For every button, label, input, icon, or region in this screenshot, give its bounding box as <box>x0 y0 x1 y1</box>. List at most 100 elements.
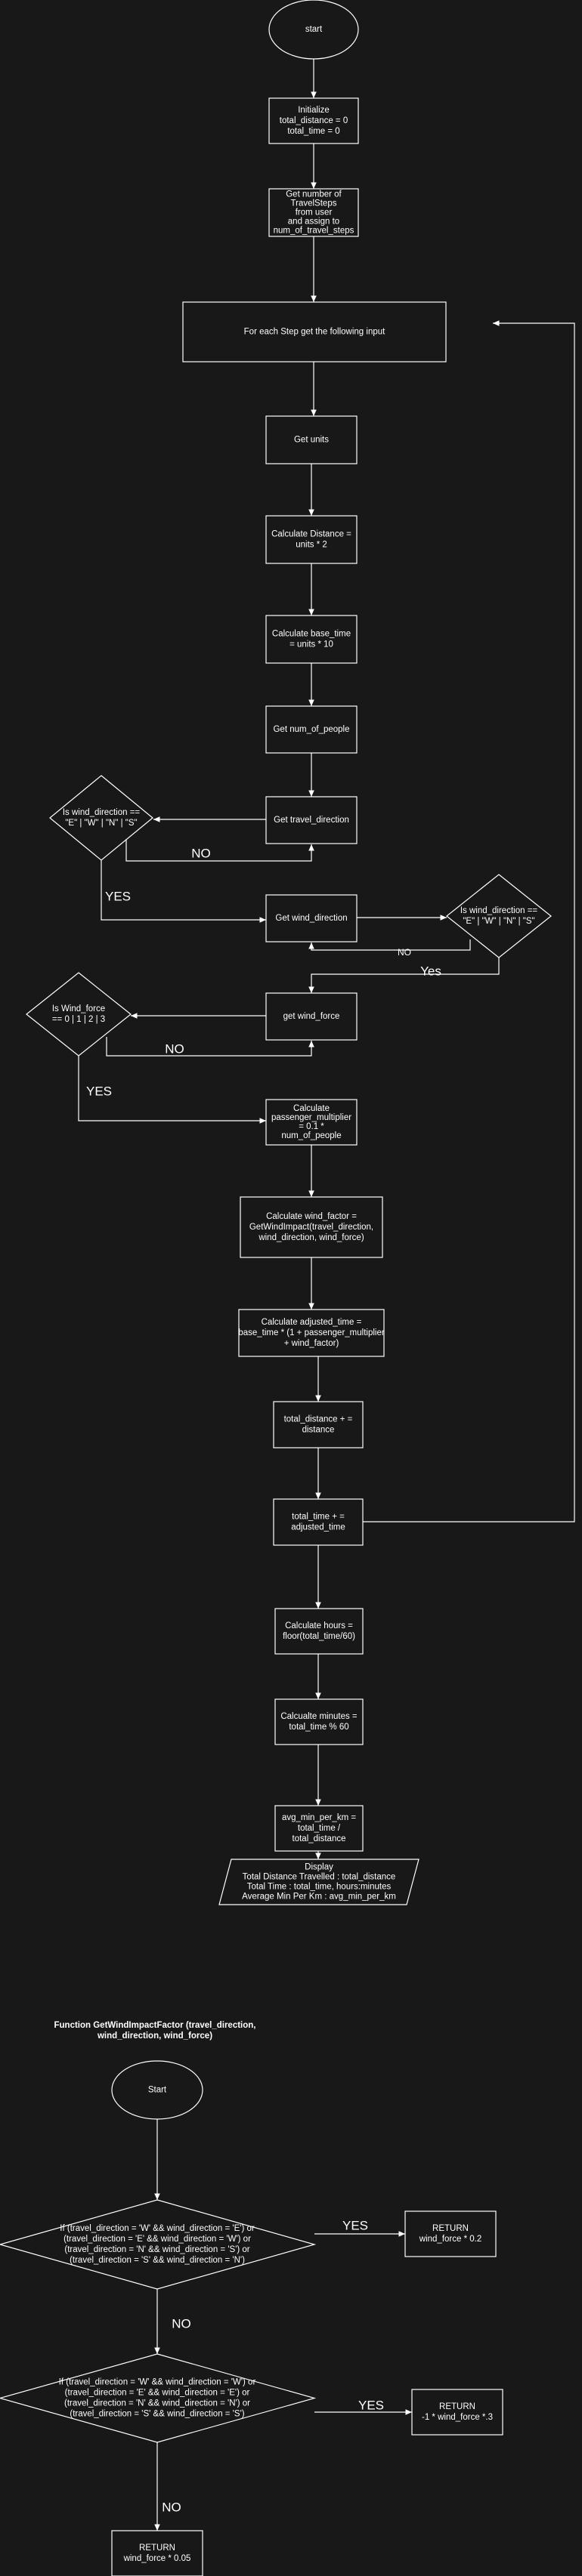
display-node-text: Display <box>305 1863 333 1872</box>
get-people-node-text: Get num_of_people <box>273 725 349 734</box>
calc-multiplier-node-text: passenger_multiplier <box>271 1113 351 1122</box>
total-time-node-text: adjusted_time <box>291 1523 345 1532</box>
calc-base-time-node-text: Calculate base_time <box>272 630 351 639</box>
wind-dir-check-text: "E" | "W" | "N" | "S" <box>463 917 534 926</box>
calc-multiplier-node-text: Calculate <box>293 1104 330 1113</box>
get-travel-dir-node: Get travel_direction <box>265 796 358 844</box>
fn-cond1-node-text: (travel_direction = 'E' && wind_directio… <box>63 2235 251 2244</box>
wind-dir-check: Is wind_direction == "E" | "W" | "N" | "S… <box>446 874 552 958</box>
start-node-shape <box>268 0 359 60</box>
calc-minutes-node-text: total_time % 60 <box>289 1723 348 1732</box>
total-distance-node-shape <box>273 1401 364 1448</box>
display-node-text: Total Distance Travelled : total_distanc… <box>243 1873 396 1882</box>
calc-adjusted-node: Calculate adjusted_time =base_time * (1 … <box>238 1309 385 1357</box>
calc-adjusted-node-text: Calculate adjusted_time = <box>262 1318 362 1327</box>
flow-edges <box>78 59 575 2531</box>
get-steps-node-text: TravelSteps <box>291 199 337 208</box>
fn-return2-node: RETURN -1 * wind_force *.3 <box>411 2389 503 2436</box>
fn-return2-node-text: RETURN <box>439 2402 475 2411</box>
total-distance-node-text: total_distance + = <box>284 1415 353 1424</box>
fn-return2-node-text: -1 * wind_force *.3 <box>422 2413 493 2422</box>
fn-start-node-text: Start <box>148 2086 167 2095</box>
calc-minutes-node-text: Calcualte minutes = <box>280 1712 358 1721</box>
fn-cond1-node-text: (travel_direction = 'S' && wind_directio… <box>70 2256 245 2265</box>
fn-return1-node-text: RETURN <box>432 2224 469 2233</box>
fn-return3-node-shape <box>111 2530 203 2576</box>
calc-distance-node-text: units * 2 <box>296 541 327 550</box>
calc-base-time-node-shape <box>265 615 358 664</box>
get-units-node-shape <box>265 415 358 464</box>
calc-distance-node: Calculate Distance = units * 2 <box>265 515 358 564</box>
calc-wind-factor-node-text: Calculate wind_factor = <box>266 1212 357 1221</box>
wind-force-check-shape <box>26 972 132 1057</box>
get-wind-dir-node: Get wind_direction <box>265 894 358 942</box>
start-node: start <box>268 0 359 60</box>
calc-wind-factor-node-text: wind_direction, wind_force) <box>258 1233 364 1242</box>
label-fn-yes1: YES <box>342 2218 368 2232</box>
calc-adjusted-node-text: + wind_factor) <box>284 1339 339 1348</box>
get-steps-node-text: num_of_travel_steps <box>274 227 354 236</box>
function-title-text: Function GetWindImpactFactor (travel_dir… <box>54 2021 256 2030</box>
calc-multiplier-node-text: num_of_people <box>281 1131 341 1140</box>
label-fn-no2: NO <box>162 2500 181 2514</box>
calc-wind-factor-node-text: GetWindImpact(travel_direction, <box>249 1223 373 1232</box>
function-title-text: wind_direction, wind_force) <box>97 2031 212 2041</box>
total-distance-node-text: distance <box>302 1426 335 1435</box>
display-node-text: Total Time : total_time, hours:minutes <box>247 1883 392 1892</box>
edge-wind-no <box>308 939 471 951</box>
fn-return3-node-text: RETURN <box>139 2544 175 2553</box>
init-node-text: total_time = 0 <box>287 127 339 136</box>
calc-hours-node-text: floor(total_time/60) <box>283 1632 355 1641</box>
avg-min-node-text: total_time / <box>298 1824 341 1833</box>
label-wind-no: NO <box>398 947 411 958</box>
travel-dir-check-shape <box>49 775 153 861</box>
avg-min-node-text: total_distance <box>293 1834 346 1843</box>
fn-cond2-node-text: (travel_direction = 'E' && wind_directio… <box>65 2389 250 2398</box>
avg-min-node: avg_min_per_km = total_time /total_distan… <box>274 1805 364 1852</box>
fn-cond2-node: If (travel_direction = 'W' && wind_direc… <box>0 2353 317 2443</box>
fn-cond1-node-text: If (travel_direction = 'W' && wind_direc… <box>60 2224 255 2233</box>
edge-force-no <box>106 1037 314 1057</box>
edge-force-yes <box>78 1056 266 1124</box>
get-wind-force-node-text: get wind_force <box>283 1012 340 1021</box>
display-node-shape <box>218 1859 419 1905</box>
avg-min-node-text: avg_min_per_km = <box>282 1813 356 1822</box>
wind-force-check-text: Is Wind_force <box>52 1004 105 1013</box>
loop-node: For each Step get the following input <box>182 301 447 362</box>
wind-dir-check-text: Is wind_direction == <box>460 906 538 915</box>
get-units-node-text: Get units <box>294 436 329 445</box>
fn-return2-node-shape <box>411 2389 503 2436</box>
calc-hours-node: Calculate hours = floor(total_time/60) <box>274 1608 364 1655</box>
calc-multiplier-node-shape <box>265 1099 358 1146</box>
calc-distance-node-text: Calculate Distance = <box>271 530 351 539</box>
total-time-node-text: total_time + = <box>292 1513 345 1522</box>
total-time-node-shape <box>273 1498 364 1546</box>
get-steps-node-text: and assign to <box>288 217 339 227</box>
total-time-node: total_time + =adjusted_time <box>273 1498 364 1546</box>
label-fn-no1: NO <box>172 2316 191 2331</box>
display-node-text: Average Min Per Km : avg_min_per_km <box>242 1893 396 1902</box>
calc-hours-node-text: Calculate hours = <box>285 1621 353 1630</box>
calc-hours-node-shape <box>274 1608 364 1655</box>
function-title: Function GetWindImpactFactor (travel_dir… <box>54 2021 256 2041</box>
calc-wind-factor-node-shape <box>240 1196 383 1258</box>
init-node-text: total_distance = 0 <box>280 116 348 125</box>
fn-return3-node-text: wind_force * 0.05 <box>123 2554 191 2563</box>
calc-adjusted-node-text: base_time * (1 + passenger_multiplier <box>238 1328 385 1337</box>
fn-cond2-node-text: (travel_direction = 'S' && wind_directio… <box>70 2410 244 2419</box>
label-fn-yes2: YES <box>358 2398 384 2412</box>
start-node-text: start <box>305 25 323 34</box>
travel-dir-check-text: "E" | "W" | "N" | "S" <box>65 819 137 828</box>
calc-multiplier-node-text: = 0.1 * <box>299 1122 324 1131</box>
get-travel-dir-node-text: Get travel_direction <box>274 816 349 825</box>
calc-minutes-node: Calcualte minutes = total_time % 60 <box>274 1698 364 1745</box>
wind-force-check: Is Wind_force== 0 | 1 | 2 | 3 <box>26 972 132 1057</box>
calc-base-time-node-text: = units * 10 <box>289 640 333 649</box>
total-distance-node: total_distance + = distance <box>273 1401 364 1448</box>
wind-dir-check-shape <box>446 874 552 958</box>
